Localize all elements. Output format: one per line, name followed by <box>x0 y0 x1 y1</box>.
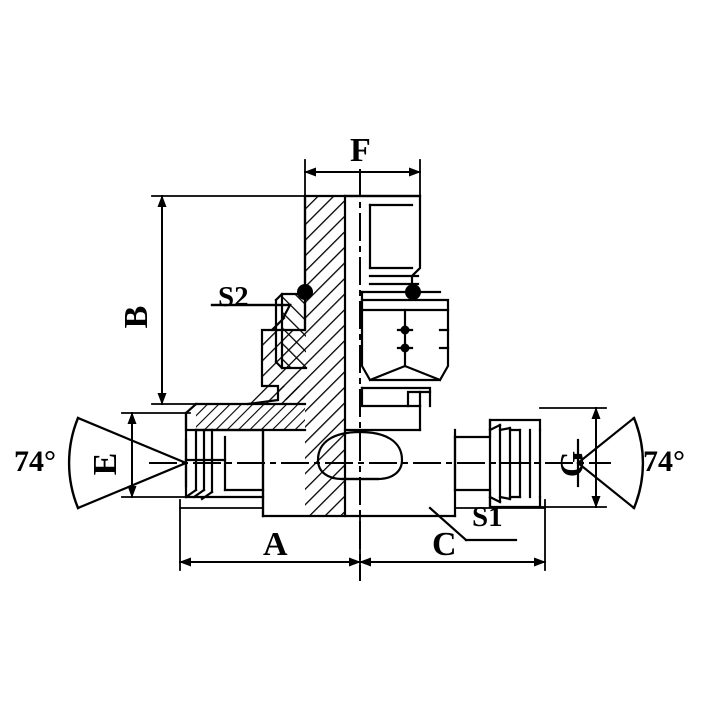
dimension-label-a: A <box>263 526 288 563</box>
hex-label-s2: S2 <box>218 281 249 313</box>
dimension-a-c <box>179 499 546 571</box>
dimension-label-e: E <box>87 452 124 476</box>
angle-indicator-left <box>67 416 188 510</box>
hex-label-s1: S1 <box>472 501 503 533</box>
section-hatch-body <box>196 196 345 516</box>
dimension-f <box>304 159 421 201</box>
dimension-label-g: G <box>554 450 591 478</box>
angle-label-right: 74° <box>643 445 685 478</box>
leader-s1 <box>428 506 518 542</box>
angle-label-left: 74° <box>14 445 56 478</box>
dimension-label-f: F <box>350 132 371 169</box>
dimension-e <box>121 412 191 498</box>
dimension-label-b: B <box>118 305 155 329</box>
top-vertical-port <box>297 194 442 332</box>
centerlines <box>149 169 611 581</box>
middle-hex-nut <box>360 298 450 408</box>
dimension-label-c: C <box>432 526 457 563</box>
dimension-g <box>539 407 607 508</box>
angle-indicator-right <box>576 416 645 510</box>
dimension-b <box>151 195 306 405</box>
leader-s2 <box>210 303 292 332</box>
